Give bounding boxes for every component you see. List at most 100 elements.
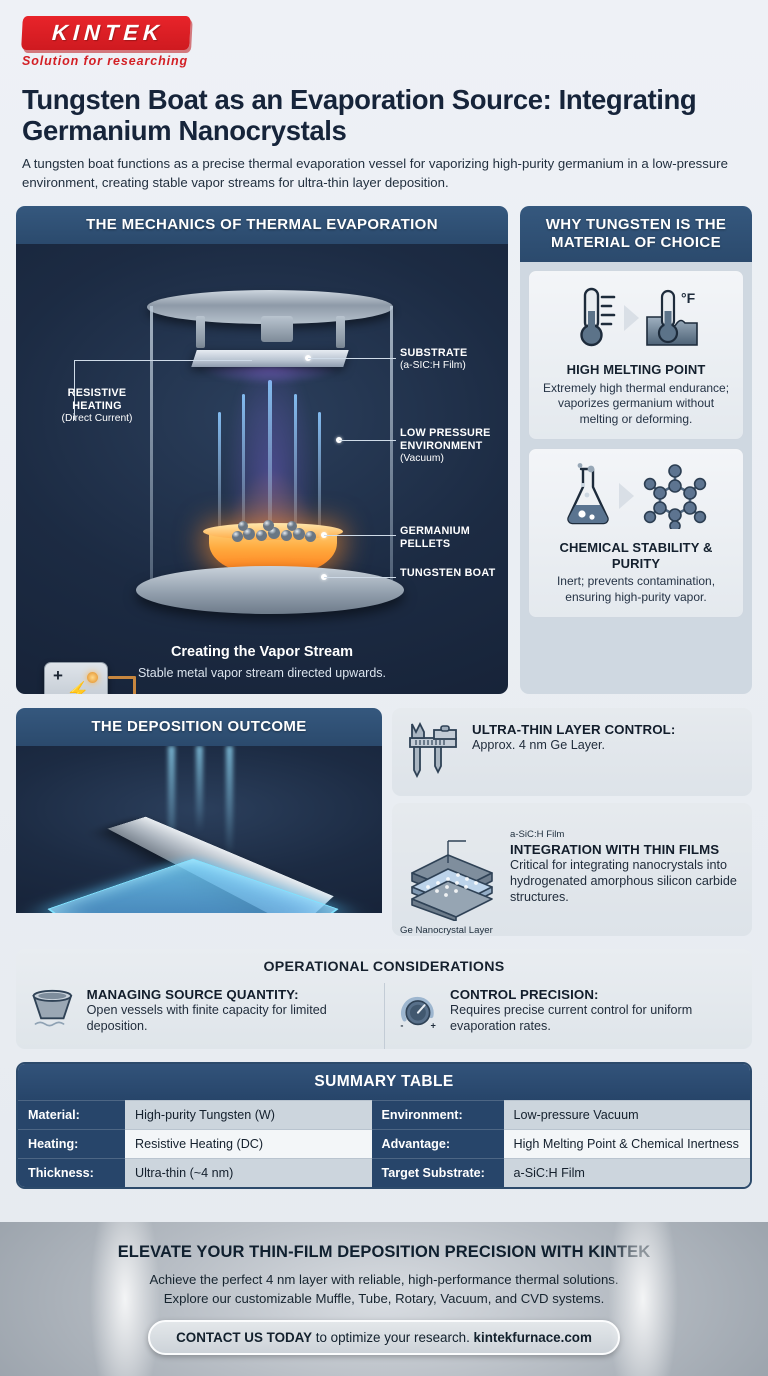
info-card-title: INTEGRATION WITH THIN FILMS bbox=[510, 841, 720, 857]
why-card-icons: °F bbox=[539, 281, 733, 355]
table-row: Material: High-purity Tungsten (W) Envir… bbox=[18, 1099, 750, 1129]
footer-line-2: Explore our customizable Muffle, Tube, R… bbox=[163, 1290, 605, 1306]
thermometer-icon bbox=[579, 287, 615, 347]
ge-nanocrystal-layer-label: Ge Nanocrystal Layer bbox=[400, 924, 493, 936]
plus-sign: + bbox=[53, 665, 63, 685]
pellet bbox=[281, 529, 292, 541]
footer-line-1: Achieve the perfect 4 nm layer with reli… bbox=[149, 1272, 619, 1287]
cta-website-link[interactable]: kintekfurnace.com bbox=[473, 1329, 592, 1345]
contact-us-button[interactable]: CONTACT US TODAY to optimize your resear… bbox=[148, 1319, 620, 1355]
info-card-text-block: a-SiC:H Film INTEGRATION WITH THIN FILMS… bbox=[510, 829, 740, 906]
info-card-text: Critical for integrating nanocrystals in… bbox=[510, 857, 737, 904]
info-card-text: Approx. 4 nm Ge Layer. bbox=[472, 737, 606, 752]
table-row: Heating: Resistive Heating (DC) Advantag… bbox=[18, 1128, 750, 1158]
why-tungsten-cards: °F HIGH MELTING POINT Extremely high the… bbox=[520, 262, 752, 626]
resistive-heating-sub: (Direct Current) bbox=[61, 412, 133, 424]
operational-heading: OPERATIONAL CONSIDERATIONS bbox=[263, 958, 505, 975]
ops-item-source-quantity: MANAGING SOURCE QUANTITY: Open vessels w… bbox=[16, 983, 384, 1049]
deposition-info-column: ULTRA-THIN LAYER CONTROL: Approx. 4 nm G… bbox=[392, 707, 752, 936]
table-cell-value: High-purity Tungsten (W) bbox=[125, 1099, 372, 1129]
asich-film-label: a-SiC:H Film bbox=[510, 828, 565, 840]
caliper-icon bbox=[409, 721, 457, 778]
why-card-text: Inert; prevents contamination, ensuring … bbox=[556, 573, 716, 604]
deposition-beam bbox=[168, 746, 175, 857]
molecule-icon bbox=[643, 464, 706, 530]
why-tungsten-heading: WHY TUNGSTEN IS THE MATERIAL OF CHOICE bbox=[520, 205, 752, 263]
mount-post-center bbox=[261, 315, 293, 342]
table-row: Thickness: Ultra-thin (~4 nm) Target Sub… bbox=[18, 1157, 750, 1187]
label-germanium-pellets: GERMANIUM PELLETS bbox=[400, 525, 500, 551]
leader-line bbox=[308, 357, 396, 359]
leader-line bbox=[339, 439, 396, 441]
footer-headline: ELEVATE YOUR THIN-FILM DEPOSITION PRECIS… bbox=[117, 1243, 651, 1261]
footer-content: ELEVATE YOUR THIN-FILM DEPOSITION PRECIS… bbox=[0, 1222, 768, 1355]
mechanics-caption-title: Creating the Vapor Stream bbox=[170, 643, 354, 660]
pellet bbox=[243, 527, 255, 540]
ops-item-control-precision[interactable]: - + CONTROL PRECISION: Requires precise … bbox=[383, 982, 753, 1049]
why-card-text: Extremely high thermal endurance; vapori… bbox=[542, 380, 730, 426]
ops-item-title: MANAGING SOURCE QUANTITY: bbox=[86, 986, 299, 1002]
lowpressure-title: LOW PRESSURE ENVIRONMENT bbox=[400, 426, 491, 452]
table-cell-key: Thickness: bbox=[18, 1157, 125, 1187]
plus-label: + bbox=[430, 1020, 435, 1030]
pellet bbox=[305, 530, 316, 542]
vapor-stream bbox=[318, 411, 321, 562]
mount-post-right bbox=[336, 315, 345, 348]
resistive-heating-title: RESISTIVE HEATING bbox=[67, 386, 127, 412]
table-cell-value: Low-pressure Vacuum bbox=[503, 1099, 750, 1129]
power-supply-icon: + ⚡ − bbox=[44, 661, 108, 694]
substrate-sub: (a-SIC:H Film) bbox=[400, 359, 466, 371]
leader-line bbox=[74, 359, 75, 420]
boat-title: TUNGSTEN BOAT bbox=[400, 566, 496, 579]
why-card-title: HIGH MELTING POINT bbox=[566, 362, 706, 378]
power-wire bbox=[133, 675, 136, 694]
summary-table-heading: SUMMARY TABLE bbox=[18, 1063, 750, 1100]
deposition-heading: THE DEPOSITION OUTCOME bbox=[16, 707, 382, 747]
table-cell-key: Material: bbox=[18, 1099, 125, 1129]
pellets-title: GERMANIUM PELLETS bbox=[400, 524, 471, 550]
brand-logo[interactable]: KINTEK Solution for researching bbox=[21, 16, 197, 74]
power-wire bbox=[108, 675, 136, 679]
mechanics-diagram: + ⚡ − bbox=[16, 243, 508, 694]
deposition-diagram bbox=[16, 746, 382, 914]
pellet bbox=[256, 529, 267, 541]
deposition-beam bbox=[226, 746, 233, 857]
layer-stack-wrap: Ge Nanocrystal Layer bbox=[400, 829, 500, 936]
label-low-pressure: LOW PRESSURE ENVIRONMENT (Vacuum) bbox=[400, 427, 500, 465]
pellet bbox=[232, 530, 243, 542]
leader-line bbox=[74, 359, 252, 361]
vapor-stream bbox=[268, 379, 272, 562]
why-card-melting-point: °F HIGH MELTING POINT Extremely high the… bbox=[528, 270, 744, 441]
deposition-beam bbox=[196, 746, 203, 833]
vapor-stream bbox=[294, 393, 297, 562]
logo-text: KINTEK bbox=[51, 20, 165, 45]
ops-item-title: CONTROL PRECISION: bbox=[450, 986, 599, 1002]
mechanics-caption-sub: Stable metal vapor stream directed upwar… bbox=[137, 665, 387, 680]
operational-considerations-panel: OPERATIONAL CONSIDERATIONS MANAGING SOUR… bbox=[16, 948, 753, 1049]
layer-stack-icon bbox=[411, 840, 493, 922]
operational-items: MANAGING SOURCE QUANTITY: Open vessels w… bbox=[16, 982, 753, 1049]
table-cell-value: Ultra-thin (~4 nm) bbox=[125, 1157, 372, 1187]
page-subtitle: A tungsten boat functions as a precise t… bbox=[22, 156, 728, 190]
table-cell-value: High Melting Point & Chemical Inertness bbox=[503, 1128, 750, 1158]
chamber-wall-left bbox=[150, 305, 153, 586]
info-card-title: ULTRA-THIN LAYER CONTROL: bbox=[472, 721, 676, 737]
mechanics-heading: THE MECHANICS OF THERMAL EVAPORATION bbox=[16, 205, 508, 244]
mount-post-left bbox=[196, 315, 205, 348]
chamber-wall-right bbox=[390, 305, 393, 586]
pellet bbox=[263, 519, 274, 531]
mechanics-panel: THE MECHANICS OF THERMAL EVAPORATION bbox=[16, 205, 508, 694]
table-cell-key: Target Substrate: bbox=[371, 1157, 504, 1187]
flask-icon bbox=[566, 463, 609, 525]
substrate-title: SUBSTRATE bbox=[400, 346, 468, 359]
page-title: Tungsten Boat as an Evaporation Source: … bbox=[22, 84, 697, 147]
table-cell-key: Environment: bbox=[371, 1099, 504, 1129]
page-header: KINTEK Solution for researching Tungsten… bbox=[0, 0, 768, 193]
label-tungsten-boat: TUNGSTEN BOAT bbox=[400, 567, 500, 580]
ops-text-block: MANAGING SOURCE QUANTITY: Open vessels w… bbox=[87, 987, 372, 1035]
why-tungsten-panel: WHY TUNGSTEN IS THE MATERIAL OF CHOICE bbox=[520, 205, 752, 694]
degree-fahrenheit-label: °F bbox=[681, 290, 696, 306]
control-knob-icon[interactable]: - + bbox=[397, 987, 441, 1035]
table-cell-value: Resistive Heating (DC) bbox=[125, 1128, 372, 1158]
